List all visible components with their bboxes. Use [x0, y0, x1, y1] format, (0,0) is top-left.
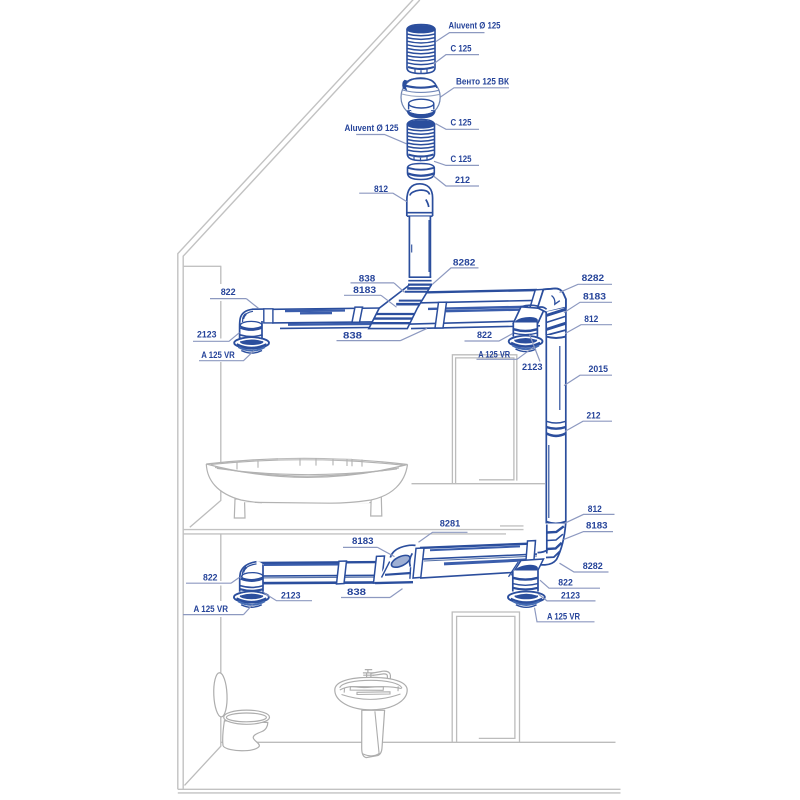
svg-text:8183: 8183: [352, 536, 374, 547]
svg-text:838: 838: [343, 331, 362, 342]
svg-text:8281: 8281: [440, 518, 461, 529]
svg-text:8183: 8183: [353, 285, 376, 296]
svg-text:2123: 2123: [197, 330, 217, 341]
svg-text:Aluvent Ø 125: Aluvent Ø 125: [345, 123, 400, 134]
svg-text:812: 812: [584, 314, 598, 325]
svg-text:812: 812: [588, 504, 602, 515]
svg-text:212: 212: [587, 410, 601, 421]
svg-text:A 125 VR: A 125 VR: [547, 611, 580, 622]
svg-text:212: 212: [455, 175, 470, 186]
svg-text:822: 822: [558, 577, 573, 588]
svg-text:A 125 VR: A 125 VR: [478, 349, 510, 360]
svg-text:822: 822: [203, 572, 218, 583]
svg-text:838: 838: [359, 273, 376, 284]
svg-text:8282: 8282: [453, 257, 476, 268]
svg-text:A 125 VR: A 125 VR: [201, 350, 235, 361]
svg-text:C 125: C 125: [451, 154, 473, 165]
svg-text:8282: 8282: [583, 561, 603, 572]
svg-text:C 125: C 125: [451, 118, 473, 129]
svg-text:2015: 2015: [589, 364, 609, 375]
svg-text:2123: 2123: [561, 590, 580, 601]
svg-text:822: 822: [477, 330, 492, 341]
svg-text:812: 812: [374, 184, 388, 195]
svg-text:8282: 8282: [582, 273, 605, 284]
svg-text:Aluvent Ø 125: Aluvent Ø 125: [449, 20, 502, 31]
svg-text:2123: 2123: [522, 362, 543, 373]
svg-text:Венто 125 ВК: Венто 125 ВК: [456, 76, 509, 87]
svg-text:A 125 VR: A 125 VR: [194, 604, 229, 615]
svg-text:C 125: C 125: [451, 44, 473, 55]
svg-text:2123: 2123: [281, 591, 301, 602]
svg-text:8183: 8183: [583, 292, 606, 303]
svg-text:822: 822: [221, 287, 236, 298]
svg-text:838: 838: [347, 587, 366, 598]
svg-text:8183: 8183: [586, 521, 608, 532]
